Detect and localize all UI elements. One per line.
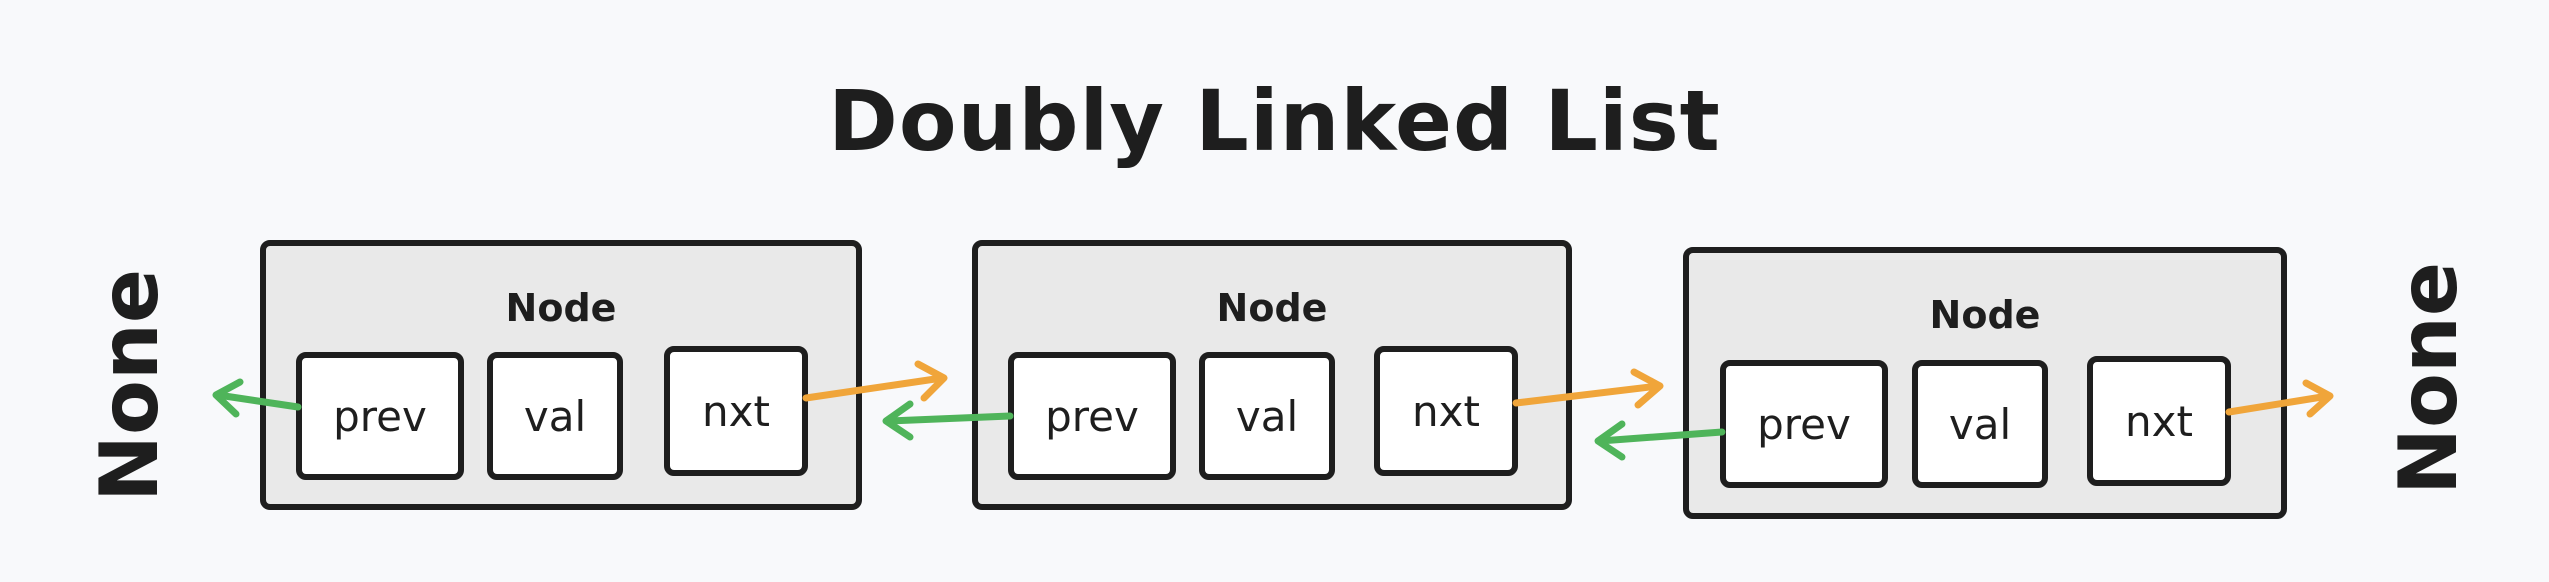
node-1-nxt-field: nxt — [664, 346, 808, 476]
node-3-val-field: val — [1912, 360, 2048, 488]
node-2-val-field: val — [1199, 352, 1335, 480]
next-arrow-2 — [1512, 368, 1664, 409]
prev-arrow-3 — [1594, 420, 1726, 461]
node-3-prev-field: prev — [1720, 360, 1888, 488]
node-2-label: Node — [1216, 286, 1328, 330]
node-3-nxt-field: nxt — [2087, 356, 2231, 486]
node-1-label: Node — [505, 286, 617, 330]
node-2-nxt-field: nxt — [1374, 346, 1518, 476]
diagram-title: Doubly Linked List — [828, 72, 1721, 170]
node-2-prev-field: prev — [1008, 352, 1176, 480]
node-1-val-field: val — [487, 352, 623, 480]
node-1-prev-field: prev — [296, 352, 464, 480]
prev-arrow-2 — [882, 400, 1014, 441]
prev-arrow-1 — [212, 378, 302, 418]
next-arrow-1 — [802, 360, 948, 402]
next-arrow-3 — [2225, 379, 2334, 418]
node-3-label: Node — [1929, 293, 2041, 337]
